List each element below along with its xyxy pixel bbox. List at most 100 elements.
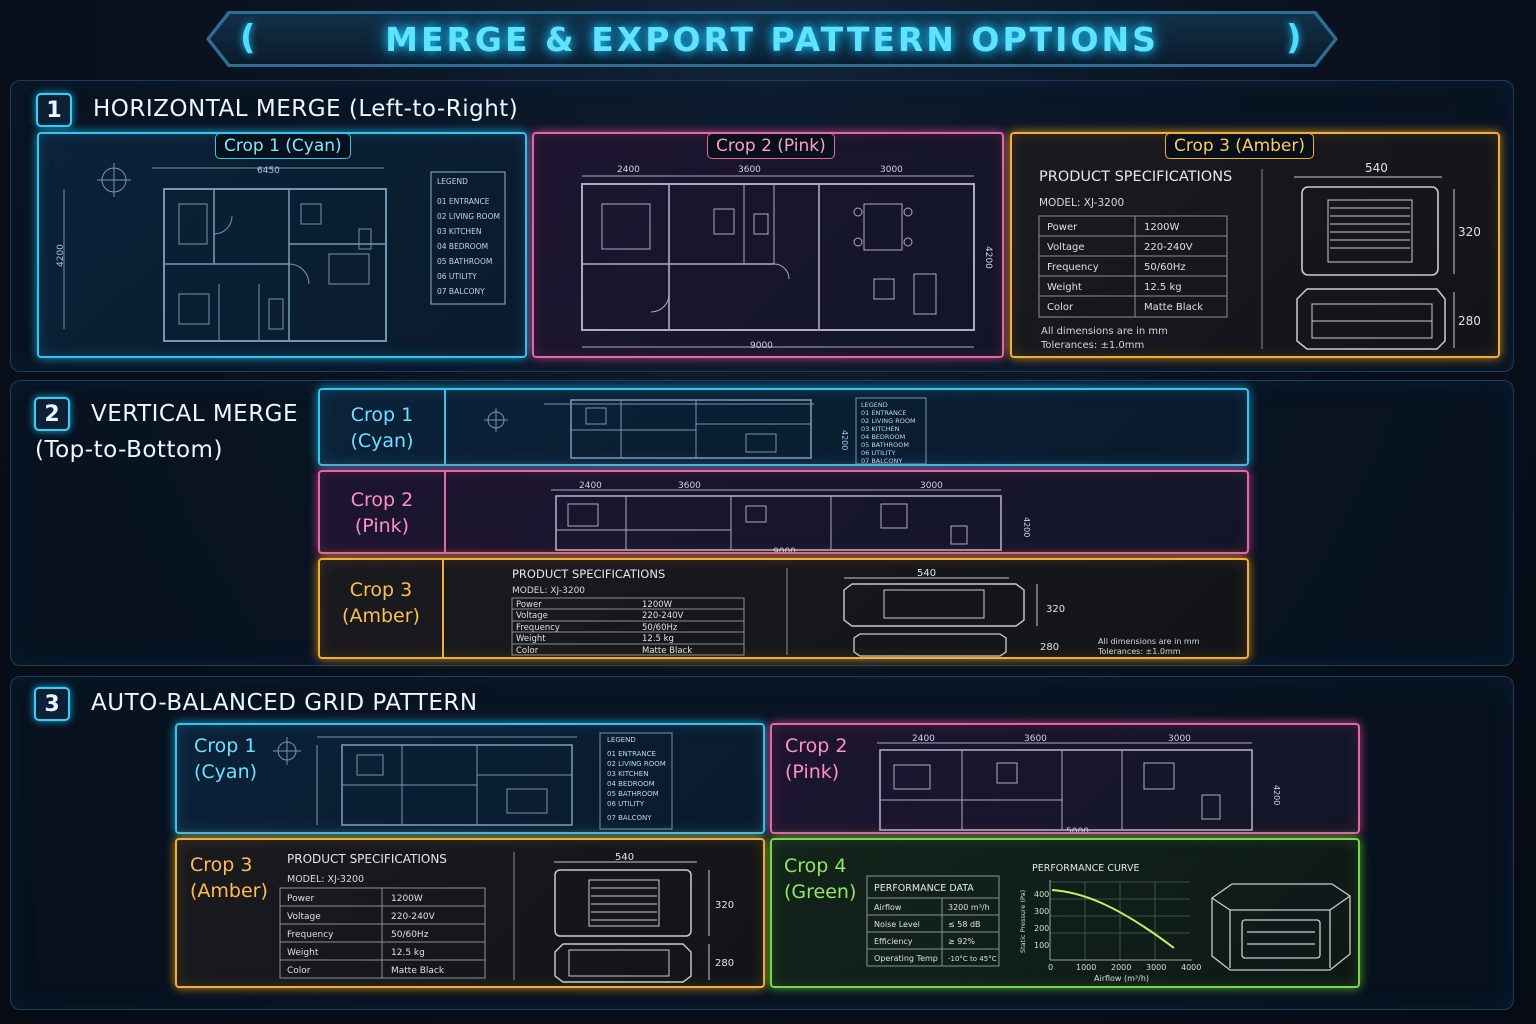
legend-item: 01 ENTRANCE [437,197,490,206]
perf-title: PERFORMANCE DATA [874,883,974,894]
legend-item: 06 UTILITY [607,800,645,808]
floorplan-dim-width: 6450 [257,166,280,176]
v-crop-1-sublabel: (Cyan) [350,430,414,452]
strip-dim-top: 2400 [579,481,602,491]
spec-strip: PRODUCT SPECIFICATIONS MODEL: XJ-3200 Po… [511,567,1200,657]
h-crop-1-panel[interactable]: 6450 4200 LEGEND 01 ENTRANCE 02 LIVING R… [37,132,527,358]
v-crop-1-panel[interactable]: Crop 1 (Cyan) 4200 LEGEND 01 ENTRANCE 02… [318,388,1249,466]
v-crop-3-sublabel: (Amber) [342,605,420,627]
spec-key: Weight [1047,282,1082,293]
legend-item: 06 UTILITY [437,272,477,281]
perf-value: ≤ 58 dB [948,920,981,929]
spec-key: Power [1047,222,1078,233]
x-axis-label: Airflow (m³/h) [1094,974,1149,983]
dim-total: 9000 [750,341,773,351]
legend-item: 03 KITCHEN [607,770,648,778]
spec-dim-height: 320 [1458,225,1481,239]
performance-sheet: PERFORMANCE DATA Airflow 3200 m³/h Noise… [866,863,1351,983]
grid-dim-total: 5000 [1066,827,1089,834]
section-2-badge: 2 [34,397,70,431]
spec-tolerance: Tolerances: ±1.0mm [1097,647,1181,656]
strip-dim-height: 4200 [840,430,849,450]
spec-title: PRODUCT SPECIFICATIONS [512,567,665,581]
legend-item: 06 UTILITY [861,449,895,457]
title-bracket-right: ) [1286,18,1302,58]
section-2-subtitle: (Top-to-Bottom) [35,437,223,463]
page-title: MERGE & EXPORT PATTERN OPTIONS [385,19,1159,59]
spec-model: MODEL: XJ-3200 [512,586,585,596]
x-tick: 1000 [1076,963,1096,972]
grid-dim-top: 3600 [1024,734,1047,744]
legend-title: LEGEND [607,736,636,744]
grid-crop-2-sublabel: (Pink) [785,761,840,783]
spec-note: All dimensions are in mm [1098,637,1200,646]
grid-crop-1-panel[interactable]: Crop 1 (Cyan) LEGEND 01 ENTRANCE 02 LIVI… [175,723,765,834]
spec-dim-width: 540 [615,852,634,863]
dim-top: 3600 [738,165,761,175]
legend-item: 07 BALCONY [437,287,485,296]
section-2-title: VERTICAL MERGE [91,401,299,427]
legend-item: 07 BALCONY [861,457,902,465]
spec-key: Voltage [516,611,548,621]
y-tick: 300 [1034,907,1049,916]
spec-key: Frequency [516,623,560,633]
dim-top: 2400 [617,165,640,175]
spec-model: MODEL: XJ-3200 [1039,197,1124,209]
grid-crop-2-panel[interactable]: Crop 2 (Pink) 2400 3600 3000 5000 4200 [770,723,1360,834]
v-crop-3-panel[interactable]: Crop 3 (Amber) PRODUCT SPECIFICATIONS MO… [318,558,1249,659]
spec-title: PRODUCT SPECIFICATIONS [1039,169,1232,185]
legend-item: 01 ENTRANCE [607,750,656,758]
grid-crop-4-sublabel: (Green) [784,881,857,903]
spec-value: 220-240V [391,912,436,922]
y-tick: 400 [1034,890,1049,899]
grid-crop-3-panel[interactable]: Crop 3 (Amber) PRODUCT SPECIFICATIONS MO… [175,838,765,988]
crop-3-tag: Crop 3 (Amber) [1165,133,1314,159]
spec-key: Frequency [1047,262,1099,273]
v-crop-1-label: Crop 1 [350,404,414,426]
legend-item: 04 BEDROOM [607,780,655,788]
floorplan-drawing: 6450 4200 LEGEND 01 ENTRANCE 02 LIVING R… [56,163,506,342]
h-crop-3-panel[interactable]: PRODUCT SPECIFICATIONS MODEL: XJ-3200 Po… [1010,132,1500,358]
legend-item: 05 BATHROOM [861,441,909,449]
spec-value: 1200W [642,600,673,610]
legend-item: 05 BATHROOM [437,257,492,266]
spec-key: Color [516,646,539,656]
strip-dim-height: 4200 [1022,517,1031,537]
floorplan-wide-drawing: 2400 3600 3000 9000 4200 [581,165,993,351]
legend-item: 03 KITCHEN [861,425,900,433]
unit-illustration [1211,883,1351,971]
spec-dim-width: 540 [1365,161,1388,175]
spec-dim-depth: 280 [1458,314,1481,328]
strip-dim-top: 3600 [678,481,701,491]
h-crop-2-panel[interactable]: 2400 3600 3000 9000 4200 [532,132,1004,358]
spec-value: 12.5 kg [642,634,674,644]
spec-value: 1200W [391,894,423,904]
spec-value: Matte Black [1144,302,1203,313]
legend-item: 01 ENTRANCE [861,409,906,417]
floorplan-grid-drawing: LEGEND 01 ENTRANCE 02 LIVING ROOM 03 KIT… [273,732,673,830]
grid-dim-height: 4200 [1272,785,1281,805]
spec-value: 12.5 kg [391,948,425,958]
spec-value: Matte Black [642,646,692,656]
curve-title: PERFORMANCE CURVE [1032,863,1140,874]
floorplan-dim-height: 4200 [56,244,66,267]
spec-key: Color [1047,302,1074,313]
legend-item: 04 BEDROOM [437,242,488,251]
v-crop-3-label: Crop 3 [349,579,413,601]
spec-key: Power [516,600,542,610]
spec-tolerance: Tolerances: ±1.0mm [1040,340,1144,351]
spec-value: 1200W [1144,222,1179,233]
dim-top: 3000 [880,165,903,175]
spec-key: Power [287,894,315,904]
spec-grid: PRODUCT SPECIFICATIONS MODEL: XJ-3200 Po… [279,852,734,983]
v-crop-2-label: Crop 2 [350,489,414,511]
v-crop-2-panel[interactable]: Crop 2 (Pink) 2400 3600 3000 9000 4200 [318,470,1249,554]
grid-crop-1-sublabel: (Cyan) [194,761,258,783]
perf-value: -10°C to 45°C [948,955,997,963]
grid-crop-2-label: Crop 2 [785,735,848,757]
spec-dim-height: 320 [715,900,734,911]
spec-dim-height: 320 [1046,604,1065,615]
grid-crop-4-panel[interactable]: Crop 4 (Green) PERFORMANCE DATA Airflow … [770,838,1360,988]
section-1-title: HORIZONTAL MERGE (Left-to-Right) [93,96,519,122]
spec-dim-depth: 280 [715,958,734,969]
